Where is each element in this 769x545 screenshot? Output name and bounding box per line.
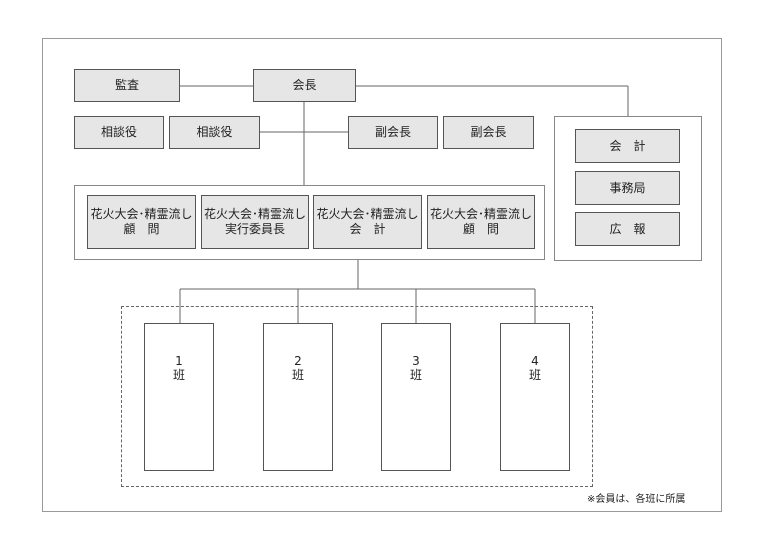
kansa-box: 監査: [74, 69, 180, 102]
sodanyaku-box-2: 相談役: [169, 116, 260, 149]
office-item-koho: 広 報: [575, 212, 680, 246]
office-item-kaikei: 会 計: [575, 129, 680, 163]
group-box-3: 3 班: [381, 323, 451, 471]
groups-container: [121, 306, 593, 487]
group-box-2: 2 班: [263, 323, 333, 471]
sodanyaku-box-1: 相談役: [74, 116, 164, 149]
committee-item-komon-2: 花火大会･精霊流し 顧 問: [427, 195, 535, 249]
group-label: 班: [291, 368, 304, 382]
group-number: 2: [294, 354, 302, 368]
group-number: 3: [412, 354, 420, 368]
group-label: 班: [172, 368, 185, 382]
committee-item-komon-1: 花火大会･精霊流し 顧 問: [87, 195, 196, 249]
group-number: 1: [175, 354, 183, 368]
group-box-4: 4 班: [500, 323, 570, 471]
committee-item-kaikei: 花火大会･精霊流し 会 計: [313, 195, 422, 249]
group-number: 4: [531, 354, 539, 368]
fukukaicho-box-1: 副会長: [348, 116, 438, 149]
group-box-1: 1 班: [144, 323, 214, 471]
membership-note: ※会員は、各班に所属: [587, 494, 686, 505]
fukukaicho-box-2: 副会長: [443, 116, 534, 149]
group-label: 班: [409, 368, 422, 382]
group-label: 班: [528, 368, 541, 382]
kaicho-box: 会長: [253, 69, 356, 102]
office-item-jimukyoku: 事務局: [575, 171, 680, 205]
committee-item-jikkou: 花火大会･精霊流し 実行委員長: [201, 195, 309, 249]
